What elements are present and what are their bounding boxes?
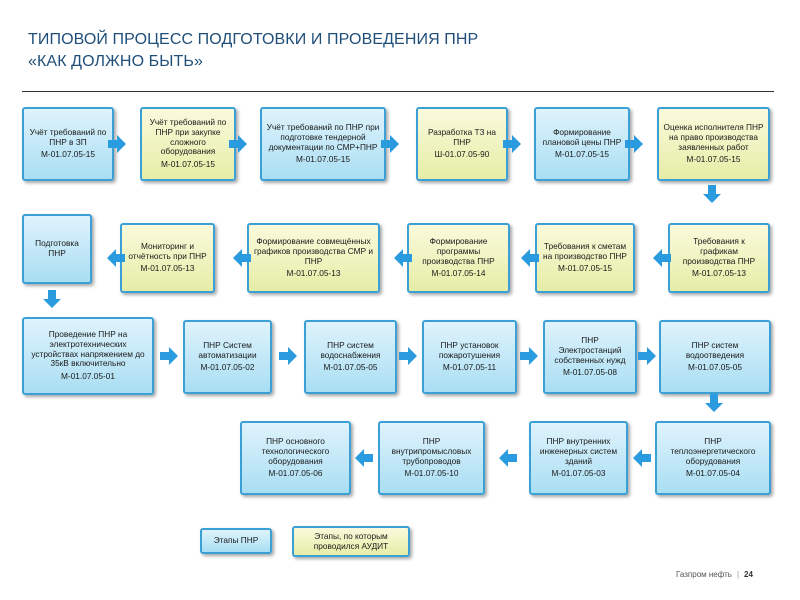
flow-arrow-down-icon [43, 290, 61, 308]
step-label: Подготовка ПНР [35, 238, 79, 258]
step-label: Учёт требований по ПНР при закупке сложн… [149, 117, 227, 157]
process-step-22: ПНР основного технологического оборудова… [240, 421, 351, 495]
step-label: ПНР систем водоотведения [685, 339, 745, 360]
process-step-3: Учёт требований по ПНР при подготовке те… [260, 107, 386, 181]
step-code: М-01.07.05-13 [140, 263, 195, 274]
flow-arrow-down-icon [705, 394, 723, 412]
flow-arrow-left-icon [499, 449, 517, 467]
flow-arrow-right-icon [520, 347, 538, 365]
step-code: М-01.07.05-05 [688, 362, 742, 373]
company-name: Газпром нефть [676, 570, 732, 579]
slide-title: ТИПОВОЙ ПРОЦЕСС ПОДГОТОВКИ И ПРОВЕДЕНИЯ … [28, 31, 479, 48]
step-label: Проведение ПНР на электротехнических уст… [31, 329, 145, 369]
step-label: ПНР Электростанций собственных нужд [554, 335, 626, 365]
legend-audit-stages-label: Этапы, по которым проводился АУДИТ [313, 530, 389, 551]
process-step-11: Мониторинг и отчётность при ПНР М-01.07.0… [120, 223, 215, 293]
step-code: М-01.07.05-06 [268, 468, 323, 479]
flow-arrow-left-icon [355, 449, 373, 467]
footer: Газпром нефть | 24 [676, 570, 753, 579]
step-label: ПНР внутренних инженерных систем зданий [539, 436, 618, 466]
step-code: М-01.07.05-13 [692, 268, 746, 279]
step-code: М-01.07.05-11 [442, 362, 497, 373]
step-code: М-01.07.05-10 [404, 468, 459, 479]
step-code: М-01.07.05-15 [41, 149, 95, 160]
step-code: М-01.07.05-15 [555, 149, 609, 160]
process-step-10: Формирование совмещённых графиков произв… [247, 223, 380, 293]
footer-separator: | [736, 570, 740, 579]
step-label: ПНР внутрипромысловых трубопроводов [391, 436, 472, 466]
flow-arrow-right-icon [381, 135, 399, 153]
step-label: Требования к сметам на производство ПНР [543, 240, 627, 261]
step-label: Формирование совмещённых графиков произв… [254, 236, 373, 266]
step-label: Разработка ТЗ на ПНР [427, 126, 497, 147]
process-step-6: Оценка исполнителя ПНР на право производ… [657, 107, 770, 181]
flow-arrow-left-icon [521, 249, 539, 267]
step-code: М-01.07.05-05 [323, 362, 378, 373]
step-code: М-01.07.05-04 [686, 468, 740, 479]
step-label: ПНР теплоэнергетического оборудования [670, 436, 756, 466]
slide-subtitle: «КАК ДОЛЖНО БЫТЬ» [28, 53, 204, 70]
step-code: Ш-01.07.05-90 [434, 149, 490, 160]
flow-arrow-right-icon [399, 347, 417, 365]
step-code: М-01.07.05-01 [61, 371, 115, 382]
legend-pnr-stages: Этапы ПНР [200, 528, 272, 554]
page-number: 24 [744, 570, 753, 579]
flow-arrow-down-icon [703, 185, 721, 203]
flow-arrow-right-icon [279, 347, 297, 365]
step-label: Оценка исполнителя ПНР на право производ… [663, 122, 764, 152]
step-code: М-01.07.05-15 [558, 263, 612, 274]
step-code: М-01.07.05-03 [551, 468, 606, 479]
step-label: Учёт требований по ПНР при подготовке те… [266, 122, 380, 152]
step-label: ПНР основного технологического оборудова… [261, 436, 330, 466]
process-step-5: Формирование плановой цены ПНР М-01.07.05… [534, 107, 630, 181]
flow-arrow-left-icon [107, 249, 125, 267]
flow-arrow-left-icon [633, 449, 651, 467]
flow-arrow-right-icon [503, 135, 521, 153]
step-code: М-01.07.05-02 [200, 362, 255, 373]
step-code: М-01.07.05-15 [296, 154, 350, 165]
step-label: Формирование программы производства ПНР [422, 236, 495, 266]
step-label: Формирование плановой цены ПНР [542, 126, 622, 147]
process-step-4: Разработка ТЗ на ПНР Ш-01.07.05-90 [416, 107, 508, 181]
title-divider [22, 91, 774, 92]
flow-arrow-right-icon [625, 135, 643, 153]
process-step-7: Требования к графикам производства ПНР М-… [668, 223, 770, 293]
process-step-9: Формирование программы производства ПНР М… [407, 223, 510, 293]
legend-audit-stages: Этапы, по которым проводился АУДИТ [292, 526, 410, 557]
step-code: М-01.07.05-15 [161, 159, 215, 170]
step-label: ПНР установок пожаротушения [438, 339, 501, 360]
flow-arrow-right-icon [160, 347, 178, 365]
legend-pnr-stages-label: Этапы ПНР [213, 535, 259, 546]
flow-arrow-right-icon [229, 135, 247, 153]
flow-arrow-right-icon [638, 347, 656, 365]
flow-arrow-left-icon [653, 249, 671, 267]
flow-arrow-right-icon [108, 135, 126, 153]
step-label: ПНР Систем автоматизации [198, 339, 257, 360]
step-label: Требования к графикам производства ПНР [682, 236, 756, 266]
step-label: ПНР систем водоснабжения [320, 339, 381, 360]
step-code: М-01.07.05-14 [431, 268, 486, 279]
step-label: Учёт требований по ПНР в ЗП [29, 126, 107, 147]
flow-arrow-left-icon [394, 249, 412, 267]
flow-arrow-left-icon [233, 249, 251, 267]
step-code: М-01.07.05-15 [686, 154, 741, 165]
step-label: Мониторинг и отчётность при ПНР [128, 240, 207, 261]
process-step-8: Требования к сметам на производство ПНР М… [535, 223, 635, 293]
process-step-1: Учёт требований по ПНР в ЗП М-01.07.05-15 [22, 107, 114, 181]
step-code: М-01.07.05-13 [286, 268, 341, 279]
process-step-2: Учёт требований по ПНР при закупке сложн… [140, 107, 236, 181]
process-step-12: Подготовка ПНР [22, 214, 92, 284]
step-code: М-01.07.05-08 [563, 367, 617, 378]
process-step-13: Проведение ПНР на электротехнических уст… [22, 317, 154, 395]
